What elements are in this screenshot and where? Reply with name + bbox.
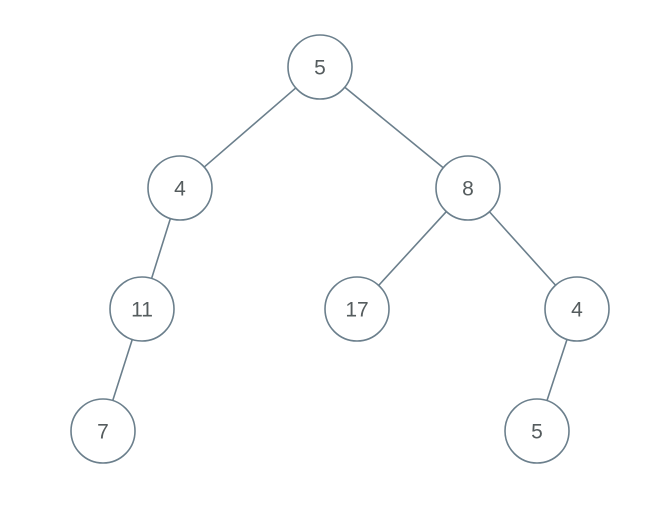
tree-node-label: 7 xyxy=(97,421,109,444)
node-layer: 5 4 8 11 17 4 7 5 xyxy=(70,34,610,464)
tree-node-circle[interactable] xyxy=(109,276,175,342)
tree-edge xyxy=(111,338,134,402)
tree-node-circle[interactable] xyxy=(544,276,610,342)
tree-node-circle[interactable] xyxy=(435,155,501,221)
tree-edge xyxy=(546,338,568,402)
tree-node-label: 4 xyxy=(571,299,583,322)
tree-edge xyxy=(488,210,557,287)
tree-node-label: 8 xyxy=(462,178,474,201)
tree-node-label: 4 xyxy=(174,178,186,201)
tree-node[interactable]: 8 xyxy=(435,155,501,221)
tree-node-circle[interactable] xyxy=(504,398,570,464)
tree-node[interactable]: 5 xyxy=(287,34,353,100)
tree-node-circle[interactable] xyxy=(287,34,353,100)
tree-node[interactable]: 7 xyxy=(70,398,136,464)
tree-node[interactable]: 4 xyxy=(544,276,610,342)
tree-node-circle[interactable] xyxy=(324,276,390,342)
tree-node[interactable]: 11 xyxy=(109,276,175,342)
tree-edge xyxy=(377,210,448,287)
edge-layer xyxy=(111,86,568,402)
tree-edge xyxy=(203,87,297,168)
tree-edge xyxy=(150,217,172,280)
tree-node-label: 5 xyxy=(531,421,543,444)
tree-node-circle[interactable] xyxy=(147,155,213,221)
tree-edge xyxy=(343,86,445,169)
tree-node-label: 11 xyxy=(131,299,153,322)
tree-node[interactable]: 17 xyxy=(324,276,390,342)
tree-node-label: 17 xyxy=(345,299,368,322)
tree-node[interactable]: 5 xyxy=(504,398,570,464)
tree-node-label: 5 xyxy=(314,57,326,80)
tree-node-circle[interactable] xyxy=(70,398,136,464)
tree-node[interactable]: 4 xyxy=(147,155,213,221)
